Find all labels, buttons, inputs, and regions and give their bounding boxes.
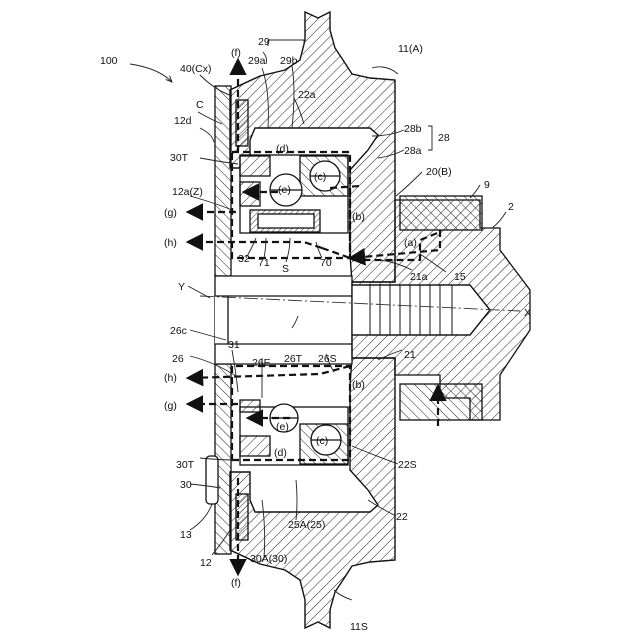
label-21a: 21a (410, 271, 428, 283)
label-20b: 20(B) (426, 166, 452, 178)
label-25a: 25A(25) (288, 519, 325, 531)
label-c: C (196, 99, 204, 111)
flow-f-bottom: (f) (231, 577, 241, 589)
label-sprocket-top: 11(A) (398, 43, 423, 55)
label-26c: 26c (170, 325, 187, 337)
label-21: 21 (404, 349, 416, 361)
label-26t: 26T (284, 353, 303, 365)
rotor-upper (240, 155, 348, 233)
label-26: 26 (172, 353, 184, 365)
label-70: 70 (320, 257, 332, 269)
label-28a: 28a (404, 145, 422, 157)
label-32: 32 (238, 253, 250, 265)
flow-d-bottom: (d) (274, 447, 287, 459)
label-x: X (524, 307, 531, 319)
label-s: S (282, 263, 289, 275)
label-29b: 29b (280, 55, 298, 67)
flow-c-bottom: (c) (316, 435, 328, 447)
label-y: Y (178, 281, 185, 293)
label-28b: 28b (404, 123, 422, 135)
flow-g-bottom: (g) (164, 400, 177, 412)
label-30: 30 (180, 479, 192, 491)
label-30t-bottom: 30T (176, 459, 195, 471)
label-fig-ref: 100 (100, 55, 118, 67)
label-31: 31 (228, 339, 240, 351)
label-26s: 26S (318, 353, 337, 365)
label-12d: 12d (174, 115, 192, 127)
label-29: 29 (258, 36, 270, 48)
flow-c-top: (c) (314, 171, 326, 183)
label-2: 2 (508, 201, 514, 213)
label-30t-top: 30T (170, 152, 189, 164)
label-13: 13 (180, 529, 192, 541)
label-12: 12 (200, 557, 212, 569)
flow-e-bottom: (e) (276, 421, 289, 433)
label-28: 28 (438, 132, 450, 144)
flow-h-bottom: (h) (164, 372, 177, 384)
flow-b-top: (b) (352, 211, 365, 223)
flow-a: (a) (404, 237, 417, 249)
label-29a: 29a (248, 55, 266, 67)
label-sprocket-bottom: 11S (350, 621, 368, 633)
label-22: 22 (396, 511, 408, 523)
flow-e-top: (e) (278, 184, 291, 196)
label-71: 71 (258, 257, 270, 269)
label-15: 15 (454, 271, 466, 283)
flow-d-top: (d) (276, 143, 289, 155)
label-cover: 40(Cx) (180, 63, 212, 75)
label-22s: 22S (398, 459, 417, 471)
label-9: 9 (484, 179, 490, 191)
flow-h-top: (h) (164, 237, 177, 249)
rotor-lower (240, 400, 348, 465)
label-12a: 12a(Z) (172, 186, 203, 198)
label-26e: 26E (252, 357, 271, 369)
label-22a: 22a (298, 89, 316, 101)
flow-b-bottom: (b) (352, 379, 365, 391)
flow-f-top: (f) (231, 47, 241, 59)
flow-g-top: (g) (164, 207, 177, 219)
label-30a: 30A(30) (250, 553, 287, 565)
